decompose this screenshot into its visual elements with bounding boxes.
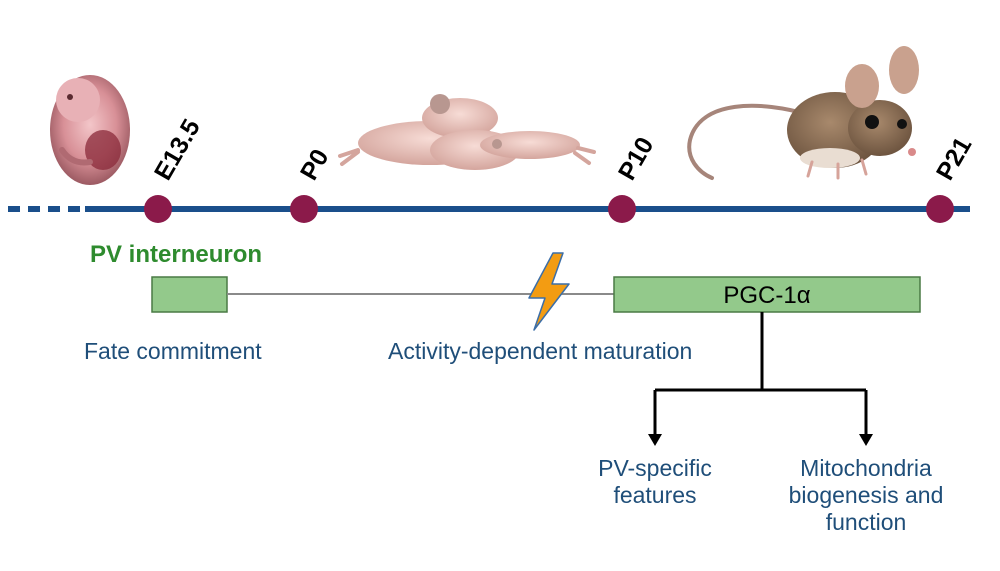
outcome-left-line2: features — [613, 482, 696, 508]
branch-connector — [648, 312, 873, 446]
newborn-pups-image — [338, 94, 596, 170]
lightning-icon — [528, 252, 570, 331]
timeline-marker-e13 — [144, 195, 172, 223]
outcome-right-line3: function — [826, 509, 907, 535]
adult-mouse-image — [687, 46, 919, 180]
tick-label-e13: E13.5 — [149, 114, 206, 185]
pgc-box — [613, 276, 921, 313]
timeline-marker-p0 — [290, 195, 318, 223]
outcome-right-line1: Mitochondria — [800, 455, 932, 481]
embryo-image — [50, 75, 130, 185]
outcome-left-line1: PV-specific — [598, 455, 712, 481]
arrowhead-right — [859, 434, 873, 446]
fate-commitment-box — [151, 276, 228, 313]
fate-commitment-label: Fate commitment — [84, 338, 262, 364]
pgc-box-label: PGC-1α — [723, 282, 810, 309]
activity-maturation-label: Activity-dependent maturation — [388, 338, 692, 364]
outcome-right-line2: biogenesis and — [789, 482, 944, 508]
timeline-marker-p10 — [608, 195, 636, 223]
tick-label-p21: P21 — [931, 132, 978, 185]
tick-label-p0: P0 — [295, 145, 335, 185]
tick-label-p10: P10 — [613, 132, 659, 185]
pv-interneuron-label: PV interneuron — [90, 241, 262, 268]
timeline-marker-p21 — [926, 195, 954, 223]
arrowhead-left — [648, 434, 662, 446]
